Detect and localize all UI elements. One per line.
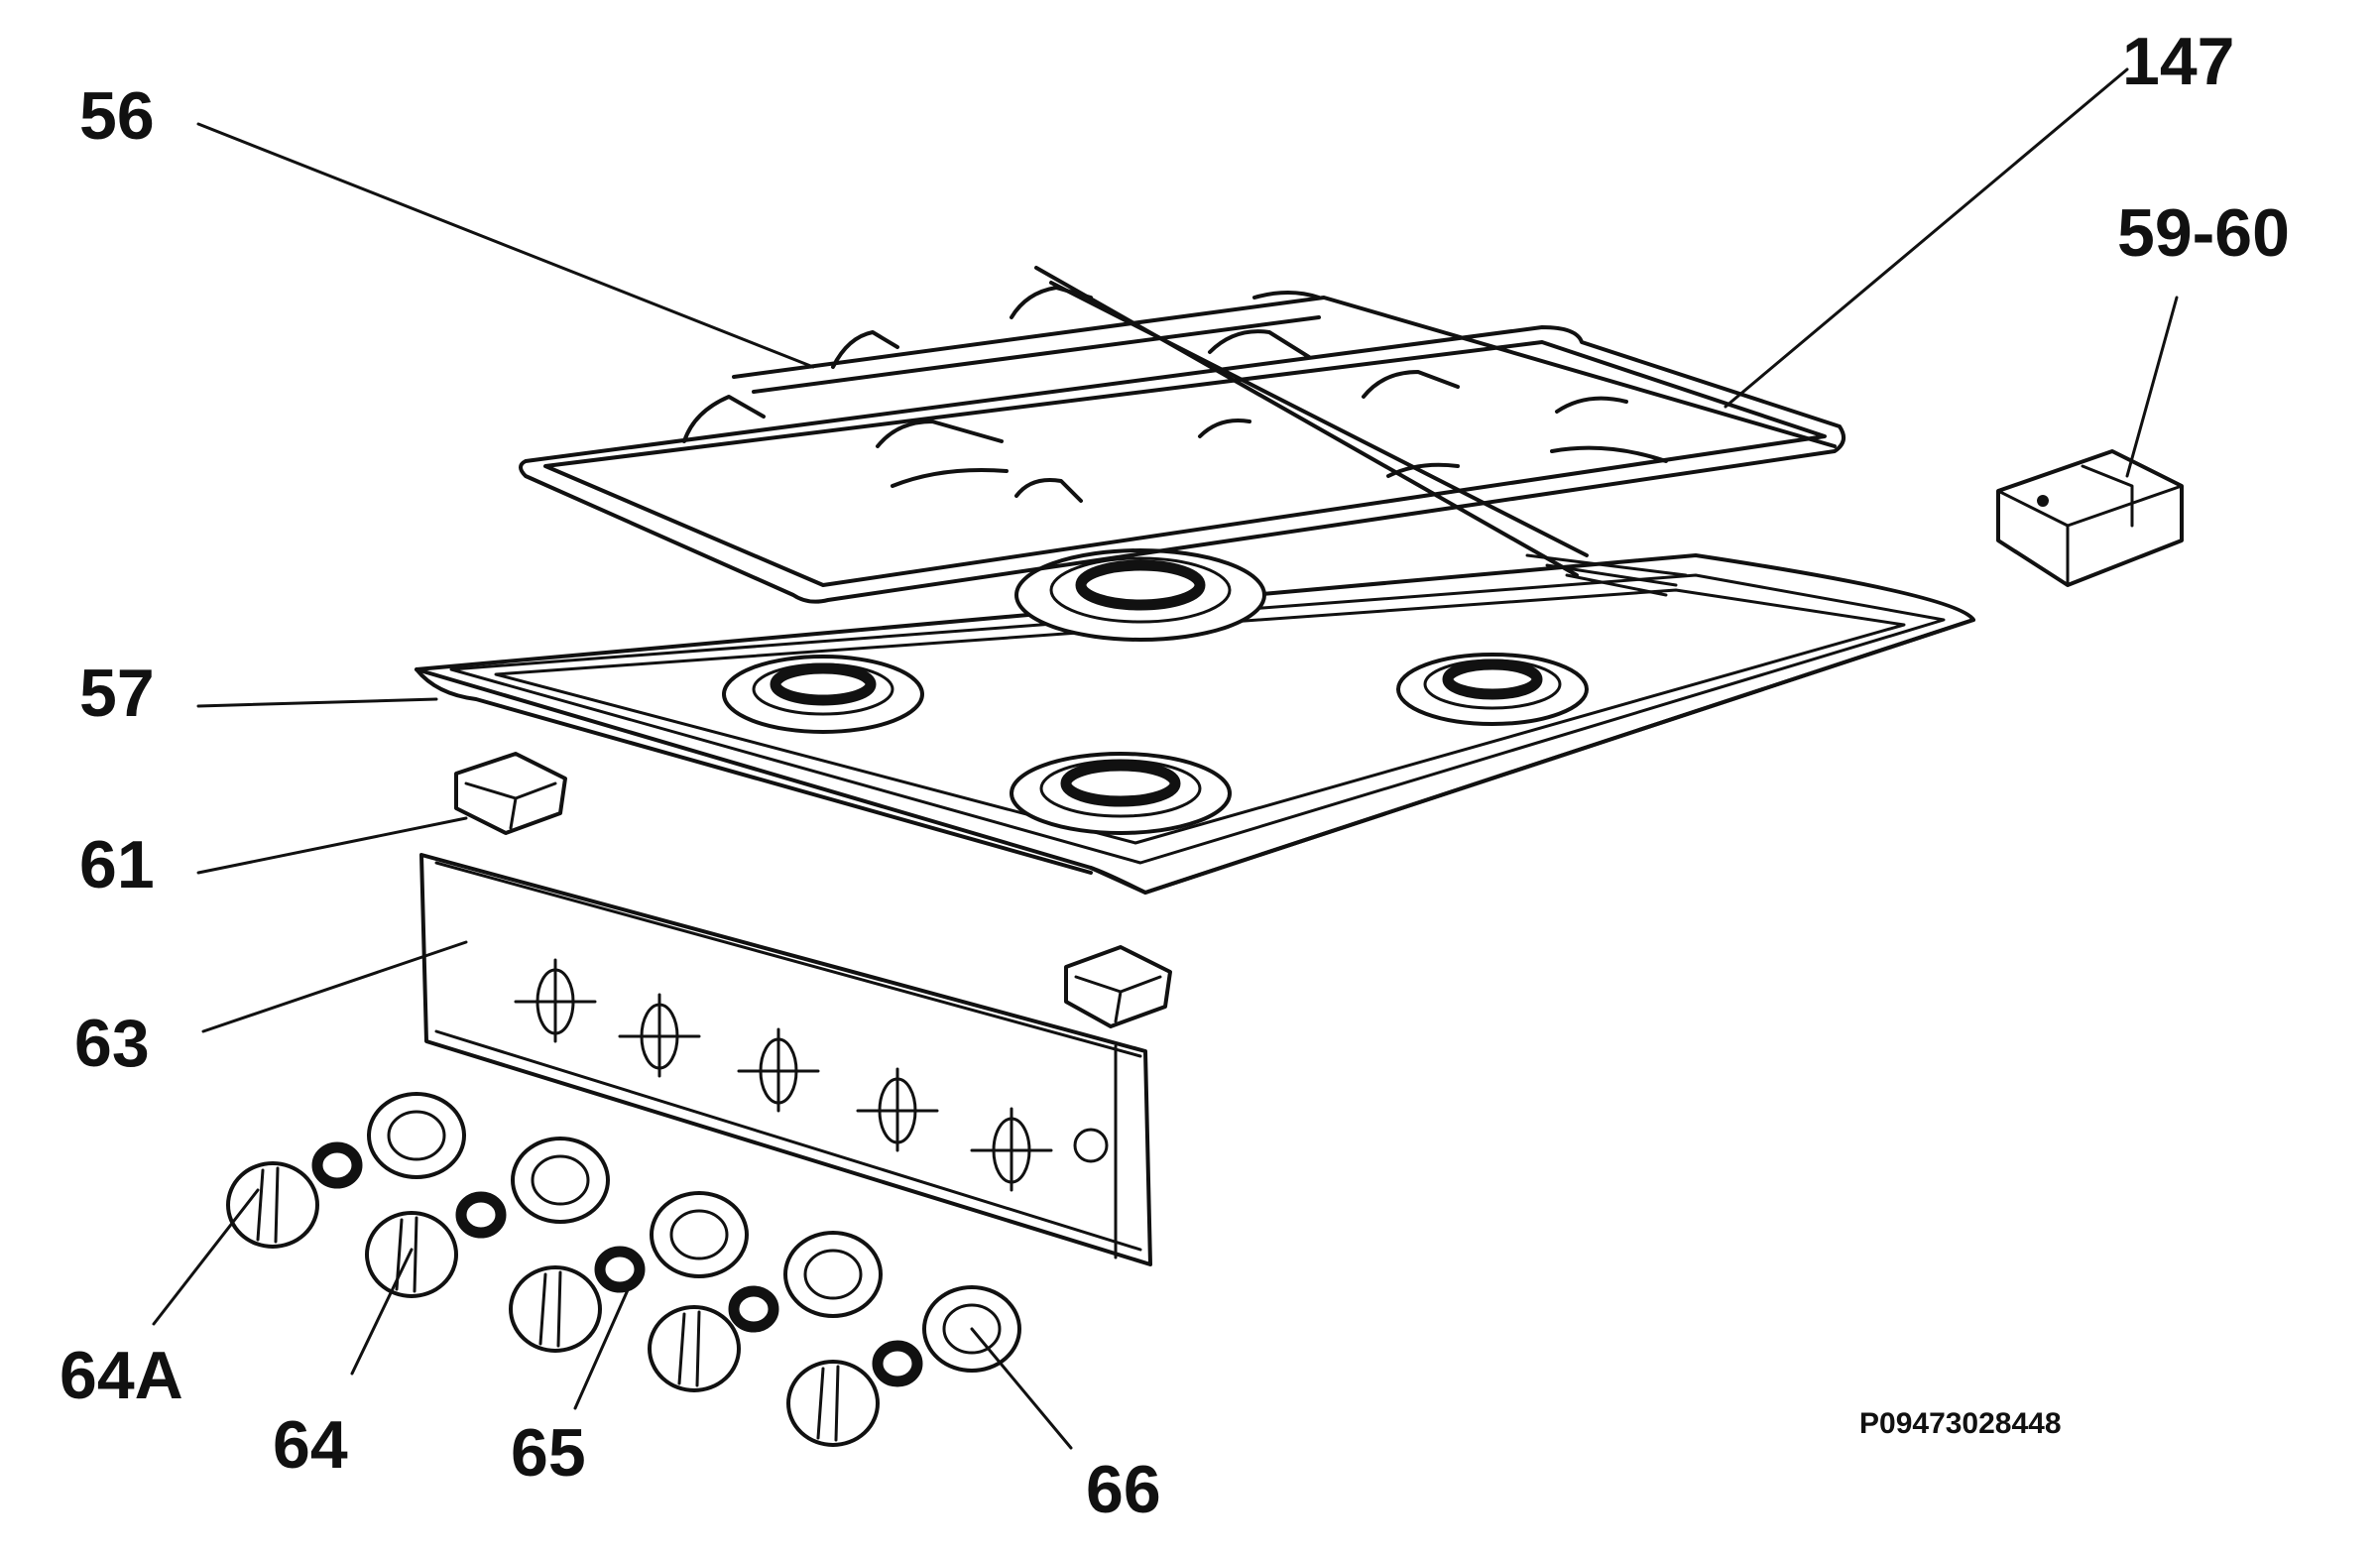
leader-59-60 — [2125, 296, 2179, 478]
label-64: 64 — [273, 1407, 348, 1483]
leader-147 — [1724, 67, 2129, 409]
label-57: 57 — [79, 656, 155, 731]
panel-symbol-3 — [737, 1027, 820, 1113]
knob-set-3 — [509, 1191, 749, 1353]
hob-top — [415, 548, 1975, 895]
label-59-60: 59-60 — [2117, 195, 2290, 271]
part-61-clip-right — [1064, 945, 1172, 1028]
knob-set-4 — [648, 1231, 883, 1392]
leader-66 — [970, 1327, 1073, 1450]
pan-support-grid — [519, 266, 1845, 604]
part-59-60-block — [1996, 449, 2184, 587]
knob-set-1 — [226, 1092, 466, 1249]
burner-right — [1396, 653, 1589, 726]
leader-lines — [152, 67, 2179, 1450]
knob-set-2 — [365, 1137, 610, 1298]
label-56: 56 — [79, 78, 155, 154]
leader-65 — [573, 1272, 637, 1410]
leader-64 — [350, 1248, 414, 1376]
burner-front-center — [1010, 752, 1232, 835]
leader-57 — [196, 697, 438, 708]
label-63: 63 — [74, 1006, 150, 1081]
leader-63 — [201, 940, 468, 1033]
label-61: 61 — [79, 827, 155, 902]
panel-symbol-4 — [856, 1067, 939, 1152]
leader-64a — [152, 1188, 260, 1326]
panel-symbol-1 — [514, 958, 597, 1043]
burner-back-center — [1014, 548, 1266, 642]
leader-56 — [196, 122, 815, 369]
label-147: 147 — [2122, 24, 2234, 99]
label-64a: 64A — [60, 1338, 183, 1413]
panel-symbol-2 — [618, 993, 701, 1078]
label-65: 65 — [511, 1415, 586, 1491]
panel-symbol-5 — [970, 1107, 1053, 1192]
part-61-clip-left — [454, 752, 567, 835]
label-66: 66 — [1086, 1452, 1161, 1527]
burner-front-left — [722, 655, 924, 734]
leader-61 — [196, 816, 468, 875]
control-panel — [419, 853, 1152, 1266]
reference-code: P09473028448 — [1859, 1407, 2062, 1440]
